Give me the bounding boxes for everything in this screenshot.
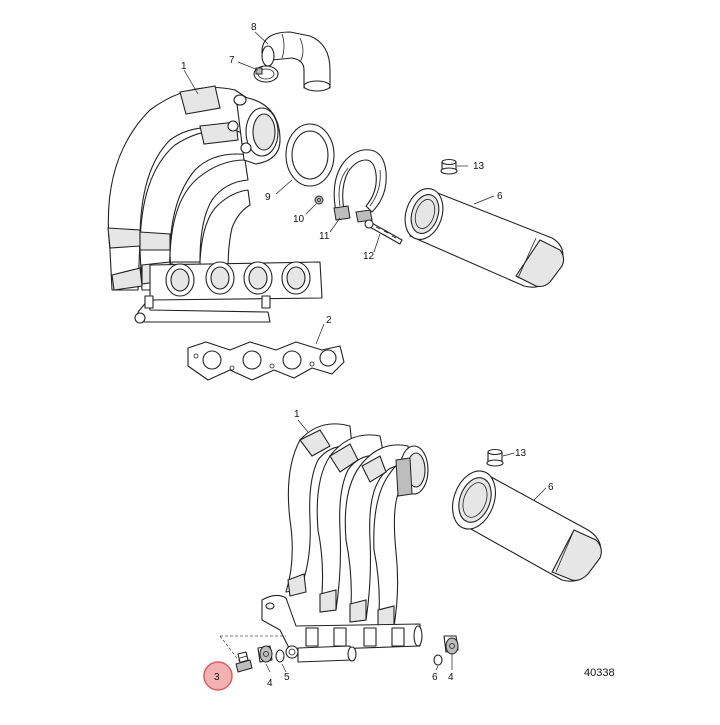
callout-5: 5 xyxy=(284,672,290,683)
exhaust-tube-part-6-lower xyxy=(452,470,602,582)
lower-leader-lines xyxy=(265,419,547,673)
callout-6-lower: 6 xyxy=(548,482,554,493)
alignment-dash-line-2 xyxy=(219,635,241,663)
callout-9: 9 xyxy=(265,192,271,203)
callout-6-upper: 6 xyxy=(497,191,503,202)
v-band-clamp-part-11 xyxy=(333,149,387,223)
callout-1-lower: 1 xyxy=(294,409,300,420)
callout-3: 3 xyxy=(214,672,220,683)
callout-11: 11 xyxy=(319,231,330,242)
gasket-ring-part-9 xyxy=(285,123,335,187)
callout-10: 10 xyxy=(293,214,305,225)
callout-8: 8 xyxy=(251,22,257,33)
exhaust-manifold-part-1-lower xyxy=(261,423,429,663)
fitting-part-4-right xyxy=(443,635,459,655)
callout-7: 7 xyxy=(229,55,235,66)
fitting-part-4-left xyxy=(257,645,273,663)
lower-assembly: 1 13 6 3 4 5 6 4 xyxy=(203,409,602,691)
callout-4-left: 4 xyxy=(267,678,273,689)
bolt-part-3 xyxy=(203,651,253,691)
callout-4-right: 4 xyxy=(448,672,454,683)
callout-12: 12 xyxy=(363,251,375,262)
callout-13-upper: 13 xyxy=(473,161,485,172)
exhaust-manifold-part-1 xyxy=(107,85,323,324)
elbow-hose-part-8 xyxy=(261,31,331,92)
upper-leader-lines xyxy=(183,31,495,345)
highlight-marker xyxy=(203,661,233,691)
callout-6-right: 6 xyxy=(432,672,438,683)
washer-part-6-right xyxy=(433,654,443,666)
callout-2: 2 xyxy=(326,315,332,326)
manifold-gasket-part-2 xyxy=(187,341,345,381)
upper-assembly: 1 8 7 9 10 11 12 2 6 13 xyxy=(107,22,565,381)
figure-number: 40338 xyxy=(584,667,615,679)
plug-part-13-lower xyxy=(486,448,504,467)
exhaust-tube-part-6 xyxy=(404,188,565,288)
callout-1-upper: 1 xyxy=(181,61,187,72)
washer-part-5 xyxy=(275,649,285,663)
plug-part-13 xyxy=(440,158,458,175)
t-bolt-part-12 xyxy=(364,219,403,245)
callout-13-lower: 13 xyxy=(515,448,527,459)
hose-clamp-part-7 xyxy=(253,65,279,83)
nut-part-10 xyxy=(314,195,324,205)
